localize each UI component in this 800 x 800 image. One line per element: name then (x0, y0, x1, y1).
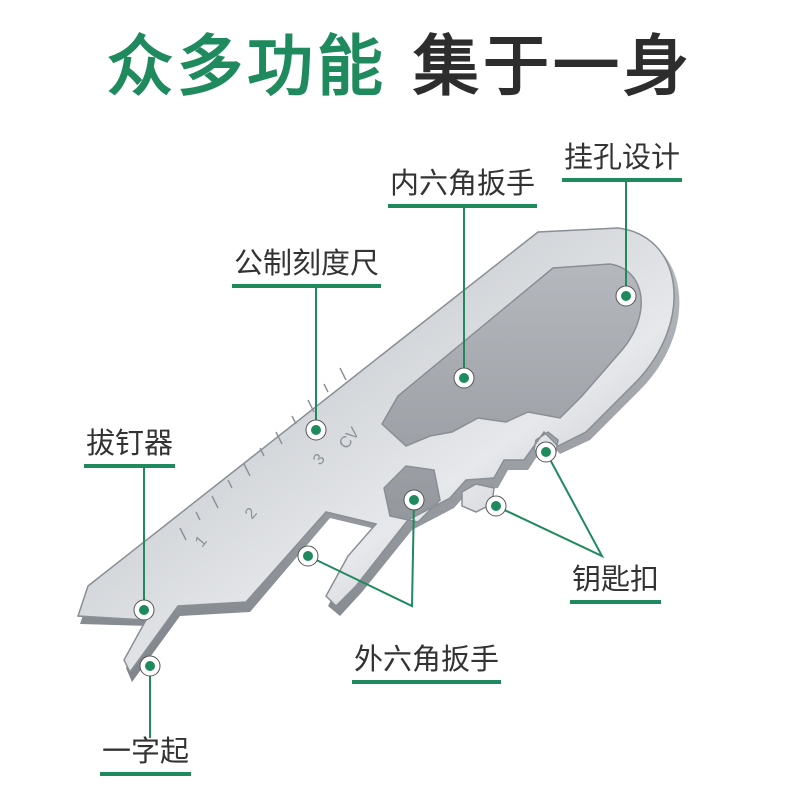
dot-keychain-1 (535, 441, 557, 463)
label-metric-ruler: 公制刻度尺 (232, 244, 382, 288)
leader-hex-outer (307, 499, 415, 608)
dot-screwdriver (139, 655, 161, 677)
headline-part1: 众多功能 (107, 28, 387, 105)
dot-hex-outer-2 (403, 489, 425, 511)
label-flat-screwdriver: 一字起 (100, 732, 192, 776)
dot-hex-inner (453, 367, 475, 389)
tool-body (76, 227, 675, 674)
dot-keychain-2 (485, 495, 507, 517)
dot-hex-outer-1 (297, 545, 319, 567)
headline: 众多功能集于一身 (0, 22, 800, 112)
label-hex-inner-wrench: 内六角扳手 (388, 164, 538, 208)
leader-keychain (495, 451, 605, 559)
dot-nail-puller (133, 599, 155, 621)
ruler-ticks (179, 367, 347, 541)
label-nail-puller: 拔钉器 (84, 424, 176, 468)
leader-lines (143, 180, 627, 738)
headline-part2: 集于一身 (413, 28, 693, 105)
label-hanging-hole: 挂孔设计 (562, 138, 683, 182)
dot-hanging-hole (615, 285, 637, 307)
marker-dots (133, 285, 637, 677)
dot-ruler (305, 419, 327, 441)
label-hex-outer-wrench: 外六角扳手 (352, 640, 502, 684)
label-keychain: 钥匙扣 (570, 560, 662, 604)
